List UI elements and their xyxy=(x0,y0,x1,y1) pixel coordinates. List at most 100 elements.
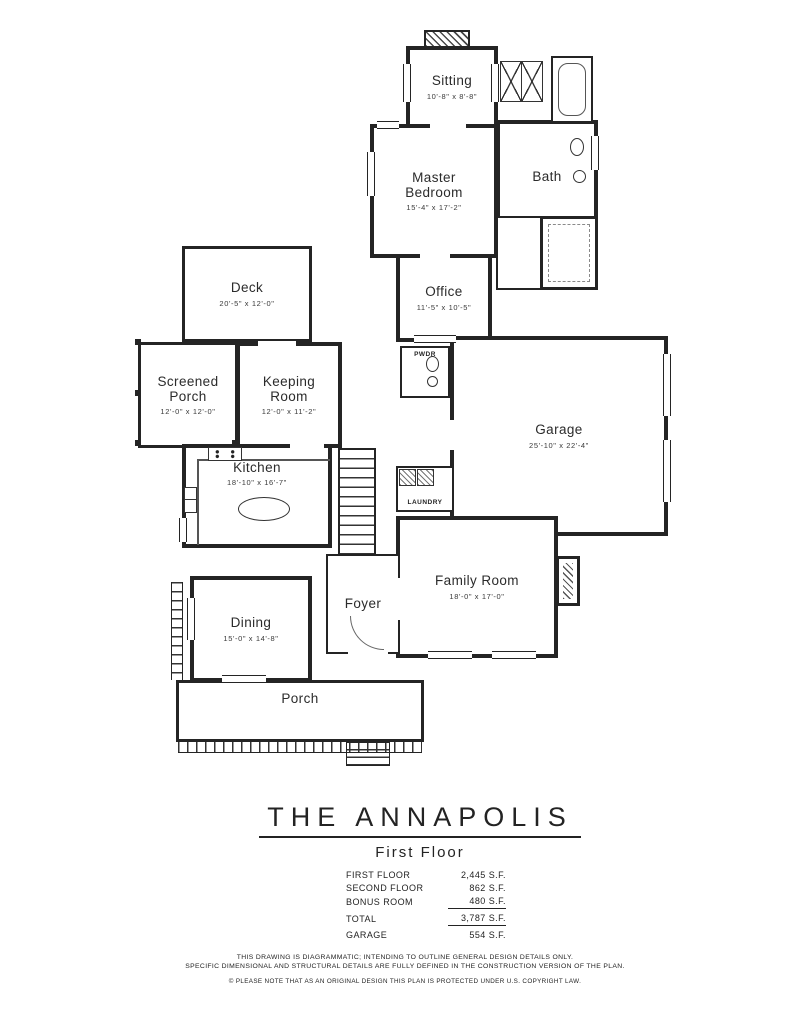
window xyxy=(591,136,599,170)
window xyxy=(367,152,375,196)
room-laundry-name: LAUNDRY xyxy=(407,499,443,506)
room-office-name: Office xyxy=(425,284,463,300)
room-master-bedroom-name: Master Bedroom xyxy=(405,169,463,200)
fireplace-hatch xyxy=(563,563,573,599)
area-row: TOTAL 3,787 S.F. xyxy=(346,912,506,926)
room-keeping-name: Keeping Room xyxy=(262,373,316,404)
closet-shelf-line xyxy=(548,224,590,282)
dryer-icon xyxy=(417,469,434,486)
counter-line xyxy=(198,459,330,461)
room-family: Family Room 18'-0" x 17'-0" xyxy=(396,516,558,658)
room-kitchen: Kitchen 18'-10" x 16'-7" xyxy=(182,444,332,548)
room-screened-porch-name: Screened Porch xyxy=(157,373,219,404)
door-opening xyxy=(258,341,296,348)
room-master-bedroom: Master Bedroom 15'-4" x 17'-2" xyxy=(370,124,498,258)
area-row-value: 862 S.F. xyxy=(469,883,506,893)
window xyxy=(222,675,266,683)
room-keeping: Keeping Room 12'-0" x 11'-2" xyxy=(236,342,342,448)
area-row-label: TOTAL xyxy=(346,914,377,924)
room-kitchen-name: Kitchen xyxy=(233,460,281,475)
area-row-label: GARAGE xyxy=(346,930,388,940)
bathtub-icon xyxy=(551,56,593,123)
room-bath-name: Bath xyxy=(532,169,562,185)
room-garage-dims: 25'-10" x 22'-4" xyxy=(529,440,589,450)
area-row-value: 554 S.F. xyxy=(469,930,506,940)
room-deck-name: Deck xyxy=(230,280,264,296)
window xyxy=(492,651,536,659)
toilet-icon xyxy=(570,138,584,156)
stairs xyxy=(338,448,376,556)
hall xyxy=(496,216,542,290)
garage-door xyxy=(663,440,671,502)
area-row: BONUS ROOM 480 S.F. xyxy=(346,895,506,909)
counter-line xyxy=(197,459,199,545)
room-screened-porch: Screened Porch 12'-0" x 12'-0" xyxy=(138,342,238,448)
room-sitting-name: Sitting xyxy=(431,73,473,89)
room-sitting-dims: 10'-8" x 8'-8" xyxy=(426,91,478,101)
room-screened-porch-dims: 12'-0" x 12'-0" xyxy=(160,407,216,417)
window xyxy=(179,518,187,542)
room-garage: Garage 25'-10" x 22'-4" xyxy=(450,336,668,536)
room-powder-name: PWDR xyxy=(414,351,436,358)
room-office-dims: 11'-5" x 10'-5" xyxy=(416,302,472,312)
porch-post xyxy=(135,440,141,446)
room-sitting: Sitting 10'-8" x 8'-8" xyxy=(406,46,498,128)
floor-title: First Floor xyxy=(375,844,465,861)
door-opening xyxy=(420,253,450,260)
door-opening xyxy=(430,121,466,128)
sink-icon xyxy=(573,170,586,183)
room-dining-dims: 15'-0" x 14'-8" xyxy=(223,633,279,643)
window xyxy=(414,335,456,343)
room-kitchen-dims: 18'-10" x 16'-7" xyxy=(227,478,287,488)
porch-post xyxy=(232,440,238,446)
area-row-value: 480 S.F. xyxy=(448,895,506,909)
room-master-bedroom-dims: 15'-4" x 17'-2" xyxy=(406,203,462,213)
window xyxy=(491,64,499,102)
area-row-label: FIRST FLOOR xyxy=(346,870,411,880)
shower-icon xyxy=(500,61,522,102)
garage-door xyxy=(663,354,671,416)
room-powder: PWDR xyxy=(400,346,450,398)
area-row-value: 3,787 S.F. xyxy=(448,912,506,926)
area-schedule: FIRST FLOOR 2,445 S.F. SECOND FLOOR 862 … xyxy=(346,869,506,942)
floor-plan: Sitting 10'-8" x 8'-8" Bath Master Bedro… xyxy=(135,30,671,766)
room-foyer-name: Foyer xyxy=(344,596,382,612)
room-garage-name: Garage xyxy=(535,422,583,438)
door-opening xyxy=(447,420,455,450)
room-porch: Porch xyxy=(176,680,424,742)
porch-post xyxy=(135,390,141,396)
closet xyxy=(540,216,598,290)
porch-railing xyxy=(171,582,183,680)
room-dining: Dining 15'-0" x 14'-8" xyxy=(190,576,312,682)
room-porch-name: Porch xyxy=(281,691,319,706)
door-opening xyxy=(290,443,324,450)
area-row-label: BONUS ROOM xyxy=(346,897,414,907)
room-deck-dims: 20'-5" x 12'-0" xyxy=(219,298,275,308)
porch-post xyxy=(135,339,141,345)
window xyxy=(403,64,411,102)
plan-title: THE ANNAPOLIS xyxy=(259,802,581,838)
window xyxy=(377,121,399,129)
room-keeping-dims: 12'-0" x 11'-2" xyxy=(261,407,317,417)
fireplace xyxy=(556,556,580,606)
room-deck: Deck 20'-5" x 12'-0" xyxy=(182,246,312,342)
kitchen-island xyxy=(238,497,290,521)
area-row: GARAGE 554 S.F. xyxy=(346,929,506,942)
area-row: FIRST FLOOR 2,445 S.F. xyxy=(346,869,506,882)
front-door-opening xyxy=(348,650,388,658)
room-dining-name: Dining xyxy=(230,615,272,631)
window xyxy=(187,598,195,640)
room-family-name: Family Room xyxy=(435,573,519,589)
porch-post xyxy=(232,339,238,345)
room-office: Office 11'-5" x 10'-5" xyxy=(396,254,492,342)
area-row-value: 2,445 S.F. xyxy=(460,870,506,880)
toilet-icon xyxy=(426,356,439,372)
washer-icon xyxy=(399,469,416,486)
shower-icon xyxy=(521,61,543,102)
title-block: THE ANNAPOLIS First Floor xyxy=(0,802,810,861)
disclaimer: THIS DRAWING IS DIAGRAMMATIC; INTENDING … xyxy=(0,953,810,985)
area-row-label: SECOND FLOOR xyxy=(346,883,424,893)
window xyxy=(428,651,472,659)
disclaimer-line1: THIS DRAWING IS DIAGRAMMATIC; INTENDING … xyxy=(236,954,574,961)
